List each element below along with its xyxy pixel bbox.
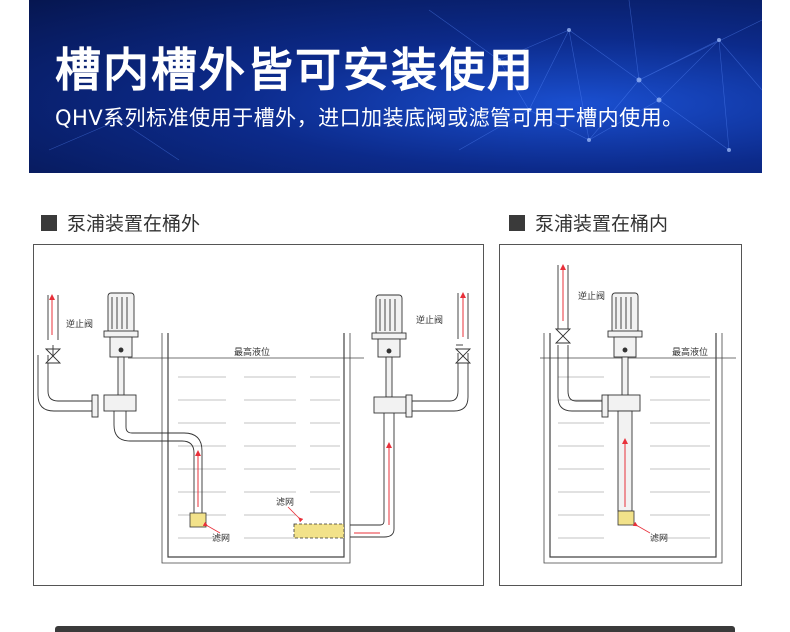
check-valve-left-label: 逆止阀 [66, 318, 93, 330]
square-bullet-icon [41, 214, 57, 231]
check-valve-label-inside: 逆止阀 [578, 290, 605, 302]
check-valve-right-label: 逆止阀 [416, 314, 443, 326]
tank-inside [543, 333, 723, 564]
filter-inside-pointer [632, 521, 651, 534]
filter-top-label: 滤网 [276, 496, 294, 508]
pump-inside [607, 292, 643, 512]
filter-inside [617, 510, 635, 526]
network-background [48, 0, 762, 161]
filter-left-pointer [202, 521, 221, 534]
tank [161, 333, 351, 564]
pump-left [103, 292, 139, 412]
max-level-label-inside: 最高液位 [672, 346, 708, 358]
pump-outside-diagram: 最高液位 [37, 292, 472, 564]
inside-check-valve [554, 328, 572, 344]
header-banner: 槽内槽外皆可安装使用 QHV系列标准使用于槽外，进口加装底阀或滤管可用于槽内使用… [29, 0, 762, 173]
left-section-title-text: 泵浦装置在桶外 [67, 213, 201, 235]
right-check-valve [454, 344, 472, 364]
filter-bottom-label: 滤网 [212, 532, 230, 544]
left-suction-pipe [113, 411, 203, 513]
banner-subtitle: QHV系列标准使用于槽外，进口加装底阀或滤管可用于槽内使用。 [55, 106, 684, 130]
filter-left [189, 512, 207, 528]
inside-discharge-pipe [557, 265, 609, 418]
liquid-lines [178, 376, 340, 539]
left-check-valve [44, 345, 62, 364]
diagram-pump-outside-tank: 最高液位 [33, 244, 484, 586]
pump-right [371, 294, 407, 414]
square-bullet-icon [509, 214, 525, 231]
right-suction-pipe [350, 413, 395, 538]
left-section-title: 泵浦装置在桶外 [41, 209, 200, 236]
filter-label-inside: 滤网 [650, 532, 668, 544]
left-discharge-pipe [37, 295, 99, 418]
max-level-label: 最高液位 [234, 346, 270, 358]
right-section-title-text: 泵浦装置在桶内 [535, 213, 669, 235]
right-section-title: 泵浦装置在桶内 [509, 209, 668, 236]
footer-divider [55, 626, 735, 632]
filter-right [293, 523, 345, 539]
diagram-pump-inside-tank: 最高液位 [499, 244, 742, 586]
liquid-lines-inside [558, 376, 710, 539]
banner-title: 槽内槽外皆可安装使用 [55, 43, 535, 97]
filter-right-pointer [287, 506, 304, 523]
right-discharge-pipe [405, 293, 469, 418]
pump-inside-diagram: 最高液位 [540, 264, 736, 564]
